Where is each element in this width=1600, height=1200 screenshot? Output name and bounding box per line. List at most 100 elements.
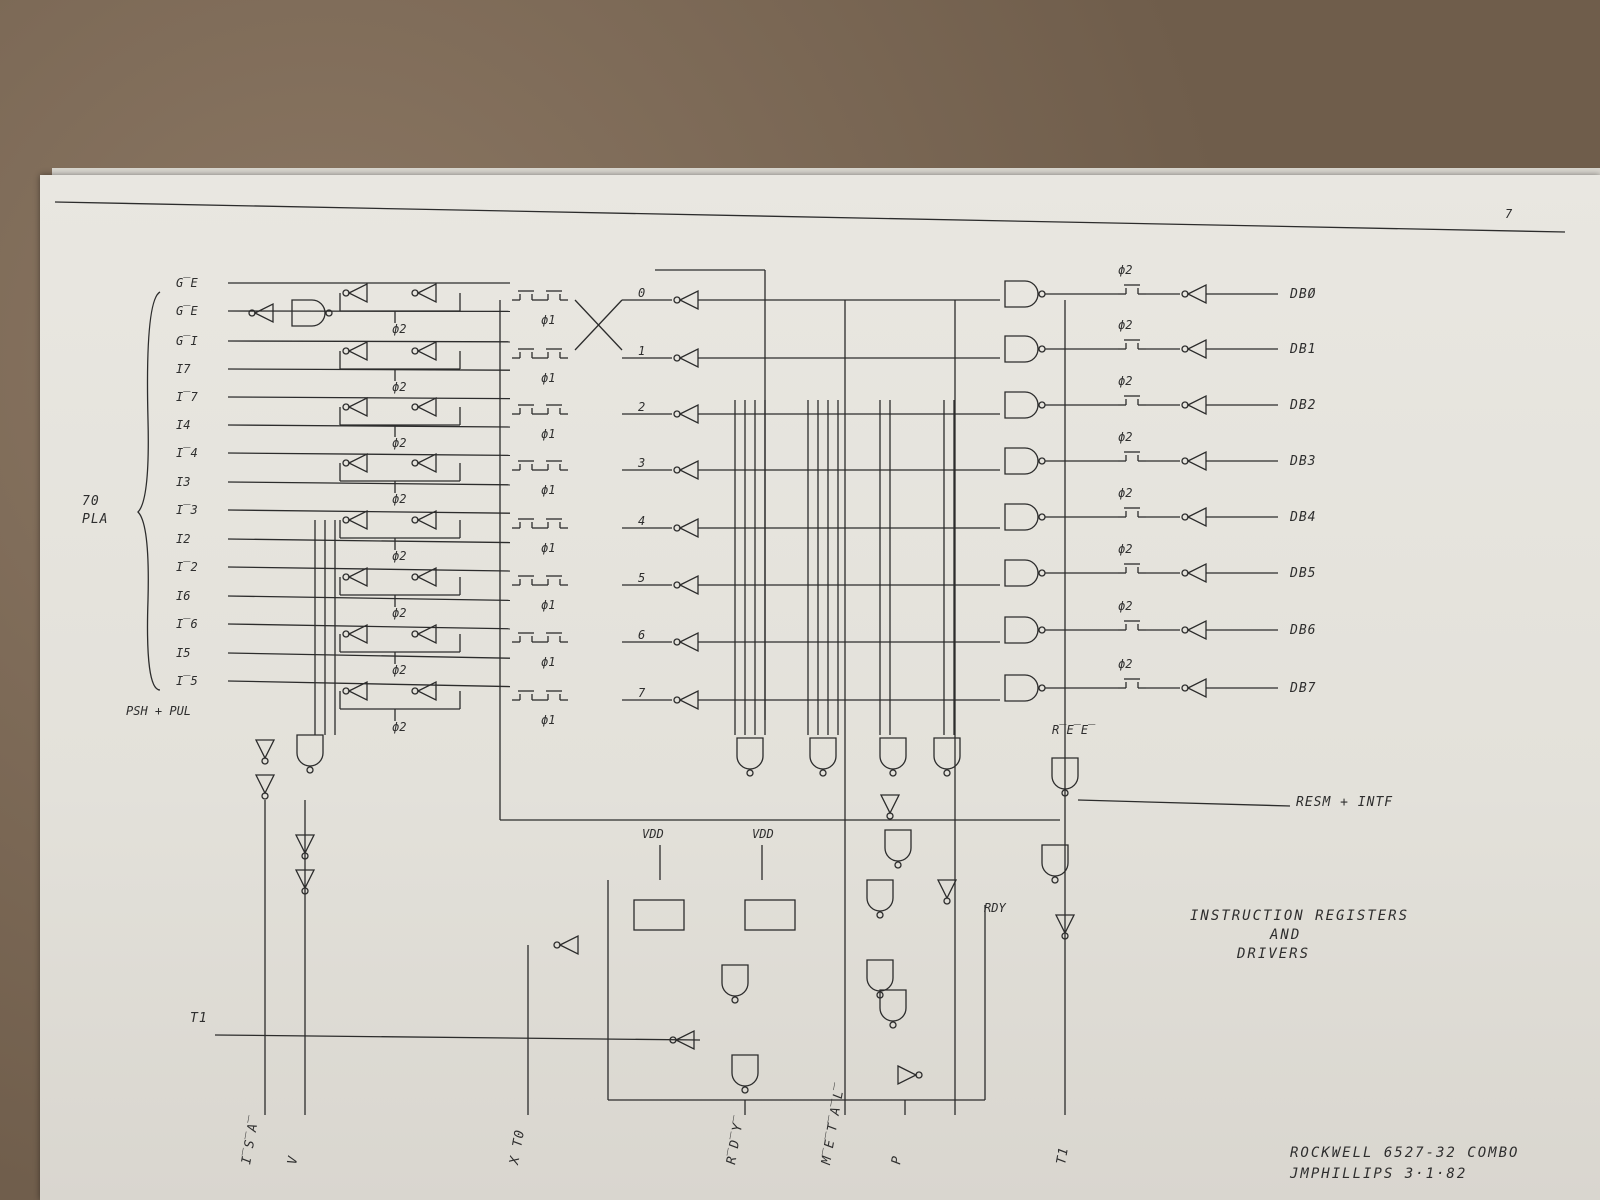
driver-inverter-bubble [1181,569,1189,577]
phi2-label: ϕ2 [392,492,406,506]
pla-bracket [137,291,161,691]
output-nand-bubble [1038,513,1046,521]
input-label: I5 [176,646,190,660]
bus-nand-1-bubble [746,769,754,777]
output-nand-bubble [1038,401,1046,409]
bottom-pin-label: P [889,1154,905,1165]
driver-inverter-bubble [1181,290,1189,298]
bus-nand-2-bubble [819,769,827,777]
mid-inverter-bubble [673,354,681,362]
inverter-b-bubble [411,573,419,581]
output-nand [1004,503,1039,531]
inverter-a [347,623,368,645]
driver-inverter [1186,562,1207,584]
inverter-a-bubble [342,687,350,695]
driver-phi2-label: ϕ2 [1118,318,1132,332]
input-wires [227,282,511,688]
input-label: I6 [176,589,190,603]
mid-inverter-bubble [673,696,681,704]
latch-index: 2 [638,400,645,414]
inverter-b [416,452,437,474]
output-nand [1004,447,1039,475]
input-label: I̅2 [176,560,198,574]
inverter-b-bubble [411,687,419,695]
phi1-label: ϕ1 [541,313,555,327]
output-label: DB1 [1289,342,1316,357]
bus-nand-3-bubble [889,769,897,777]
output-nand-bubble [1038,345,1046,353]
input-label: G̅E [176,276,198,290]
driver-inverter [1186,619,1207,641]
bottom-pin-label: R̅D̅Y̅ [724,1114,747,1166]
mid-inverter [678,631,699,653]
phi2-label: ϕ2 [392,720,406,734]
mid-inverter-bubble [673,296,681,304]
mid-inverter-bubble [673,581,681,589]
input-wire [227,680,511,688]
mid-inverter-bubble [673,638,681,646]
t1-wire [214,1034,701,1041]
rdy-label: RDY [984,901,1006,915]
group-label-pla: PLA [82,512,108,527]
mid-inverter [678,289,699,311]
isa-inverter-2-bubble [261,792,269,800]
output-nand [1004,559,1039,587]
latch-index: 6 [638,628,645,642]
isa-inverter-1 [254,739,276,760]
latch-cell-1 [633,899,685,931]
resm-wire [1077,799,1291,807]
input-label: I̅3 [176,503,198,517]
bus-nand-4 [933,737,961,770]
bus-nand-4-bubble [943,769,951,777]
bus-inverter-bubble [886,812,894,820]
mid-inverter [678,403,699,425]
driver-inverter-bubble [1181,401,1189,409]
output-nand-bubble [1038,457,1046,465]
title-block-line-1: ROCKWELL 6527-32 COMBO [1290,1145,1519,1161]
driver-phi2-label: ϕ2 [1118,542,1132,556]
inverter-a [347,452,368,474]
bottom-pin-label: V [285,1154,301,1165]
phi2-label: ϕ2 [392,606,406,620]
caption-line-2: AND [1269,927,1301,943]
rdy-inverter [1054,914,1076,935]
input-label: G̅I [176,334,198,348]
vdd-label-2: VDD [752,827,774,841]
input-wire [227,481,511,486]
inverter-a-bubble [342,516,350,524]
right-inverter-bubble [943,897,951,905]
phi2-label: ϕ2 [392,436,406,450]
inverter-a [347,340,368,362]
vdd-label-1: VDD [642,827,664,841]
inverter-a-bubble [342,403,350,411]
isa-inverter-2 [254,774,276,795]
mid-inverter-bubble [673,410,681,418]
inverter-b [416,509,437,531]
phi1-label: ϕ1 [541,713,555,727]
ctrl-inverter-3-bubble [915,1071,923,1079]
input-wire [227,595,511,602]
input-wire [227,509,511,514]
driver-inverter-bubble [1181,457,1189,465]
input-label: I̅6 [176,617,198,631]
driver-inverter [1186,338,1207,360]
bus-inverter [879,794,901,815]
ctrl-nand-3 [866,959,894,992]
t1-input-label: T1 [190,1011,208,1026]
input-label: I̅4 [176,446,198,460]
inverter-b-bubble [411,516,419,524]
caption-line-3: DRIVERS [1236,946,1310,962]
feeder-nand-bubble [325,309,333,317]
phi2-label: ϕ2 [392,380,406,394]
output-label: DB6 [1289,623,1316,638]
bottom-pin-label: X T0 [507,1128,528,1166]
input-label: I̅7 [176,390,198,404]
caption-line-1: INSTRUCTION REGISTERS [1190,908,1409,924]
mid-inverter [678,459,699,481]
output-nand-bubble [1038,684,1046,692]
driver-inverter [1186,677,1207,699]
feeder-inverter-bubble [248,309,256,317]
